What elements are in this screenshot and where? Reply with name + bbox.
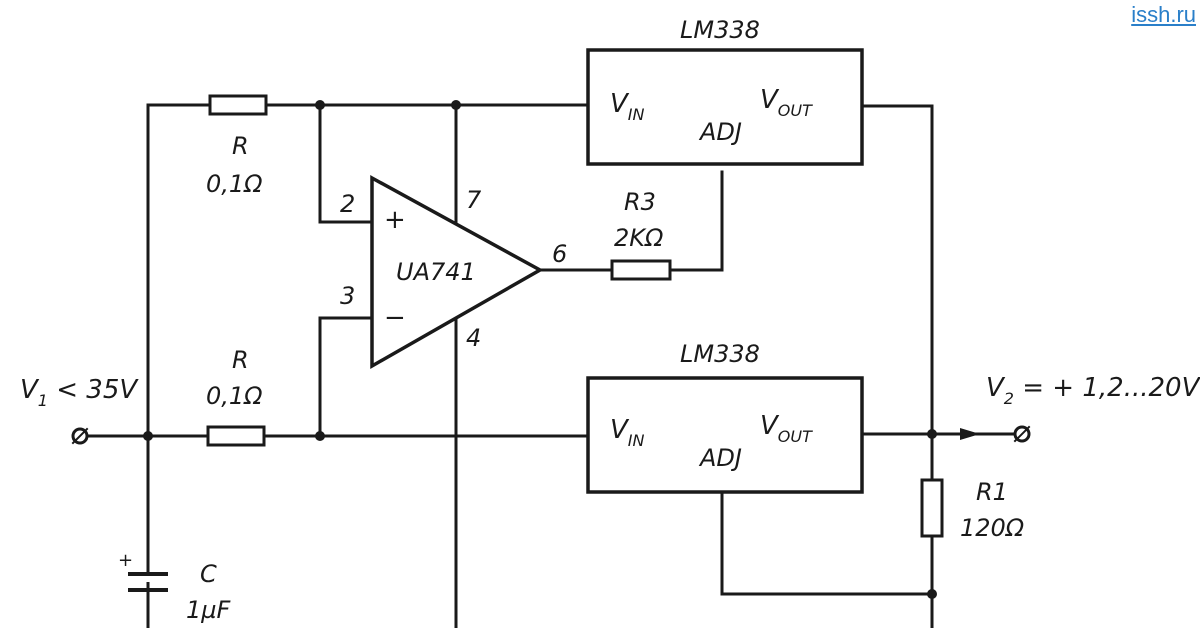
regulator-bottom-adj: ADJ xyxy=(698,444,742,472)
regulator-bottom-vin: V xyxy=(610,415,630,445)
input-terminal xyxy=(71,427,89,445)
input-voltage-label: V1 < 35V xyxy=(20,375,139,410)
regulator-bottom-vout: V xyxy=(760,411,780,441)
capacitor-name: C xyxy=(200,560,217,588)
watermark-link[interactable]: issh.ru xyxy=(1131,2,1196,27)
resistor-r3: R3 2KΩ xyxy=(610,188,672,281)
opamp-name: UA741 xyxy=(396,258,476,286)
regulator-top-vin-sub: IN xyxy=(628,105,645,124)
junction-dot xyxy=(315,100,325,110)
regulator-top-vout: V xyxy=(760,85,780,115)
output-terminal xyxy=(1013,425,1031,443)
opamp-ua741: + − UA741 2 3 7 4 6 xyxy=(340,175,567,370)
resistor-r-bottom-name: R xyxy=(232,346,249,374)
svg-text:VOUT: VOUT xyxy=(760,85,813,120)
resistor-r1-value: 120Ω xyxy=(960,514,1025,542)
resistor-r1: R1 120Ω xyxy=(920,478,1025,542)
resistor-r-top-name: R xyxy=(232,132,249,160)
opamp-pin-4: 4 xyxy=(466,324,481,352)
capacitor-c: + C 1µF xyxy=(118,550,232,624)
regulator-top: LM338 VIN VOUT ADJ xyxy=(586,16,864,166)
opamp-pin-6: 6 xyxy=(552,240,567,268)
resistor-r1-name: R1 xyxy=(976,478,1008,506)
resistor-r-bottom-value: 0,1Ω xyxy=(206,382,263,410)
opamp-plus-sign: + xyxy=(384,205,406,235)
resistor-r3-value: 2KΩ xyxy=(614,224,664,252)
capacitor-polarity: + xyxy=(118,550,133,571)
svg-text:VIN: VIN xyxy=(610,415,645,450)
svg-text:VIN: VIN xyxy=(610,89,645,124)
regulator-bottom: LM338 VIN VOUT ADJ xyxy=(586,340,864,494)
junction-dot xyxy=(927,429,937,439)
opamp-minus-sign: − xyxy=(384,303,406,333)
junction-dot xyxy=(451,100,461,110)
regulator-bottom-vout-sub: OUT xyxy=(778,427,813,446)
svg-text:VOUT: VOUT xyxy=(760,411,813,446)
junction-dots xyxy=(143,100,937,599)
resistor-r-top-value: 0,1Ω xyxy=(206,170,263,198)
junction-dot xyxy=(927,589,937,599)
junction-dot xyxy=(143,431,153,441)
resistor-r-bottom: R 0,1Ω xyxy=(206,346,266,447)
opamp-pin-2: 2 xyxy=(340,190,355,218)
regulator-top-vout-sub: OUT xyxy=(778,101,813,120)
regulator-bottom-name: LM338 xyxy=(680,340,760,368)
capacitor-value: 1µF xyxy=(186,596,232,624)
regulator-bottom-vin-sub: IN xyxy=(628,431,645,450)
opamp-pin-7: 7 xyxy=(466,186,482,214)
resistor-r3-name: R3 xyxy=(624,188,656,216)
regulator-top-vin: V xyxy=(610,89,630,119)
regulator-top-adj: ADJ xyxy=(698,118,742,146)
junction-dot xyxy=(315,431,325,441)
regulator-top-name: LM338 xyxy=(680,16,760,44)
resistor-r-top: R 0,1Ω xyxy=(206,94,268,198)
output-voltage-label: V2 = + 1,2...20V xyxy=(986,373,1200,408)
opamp-pin-3: 3 xyxy=(340,282,355,310)
